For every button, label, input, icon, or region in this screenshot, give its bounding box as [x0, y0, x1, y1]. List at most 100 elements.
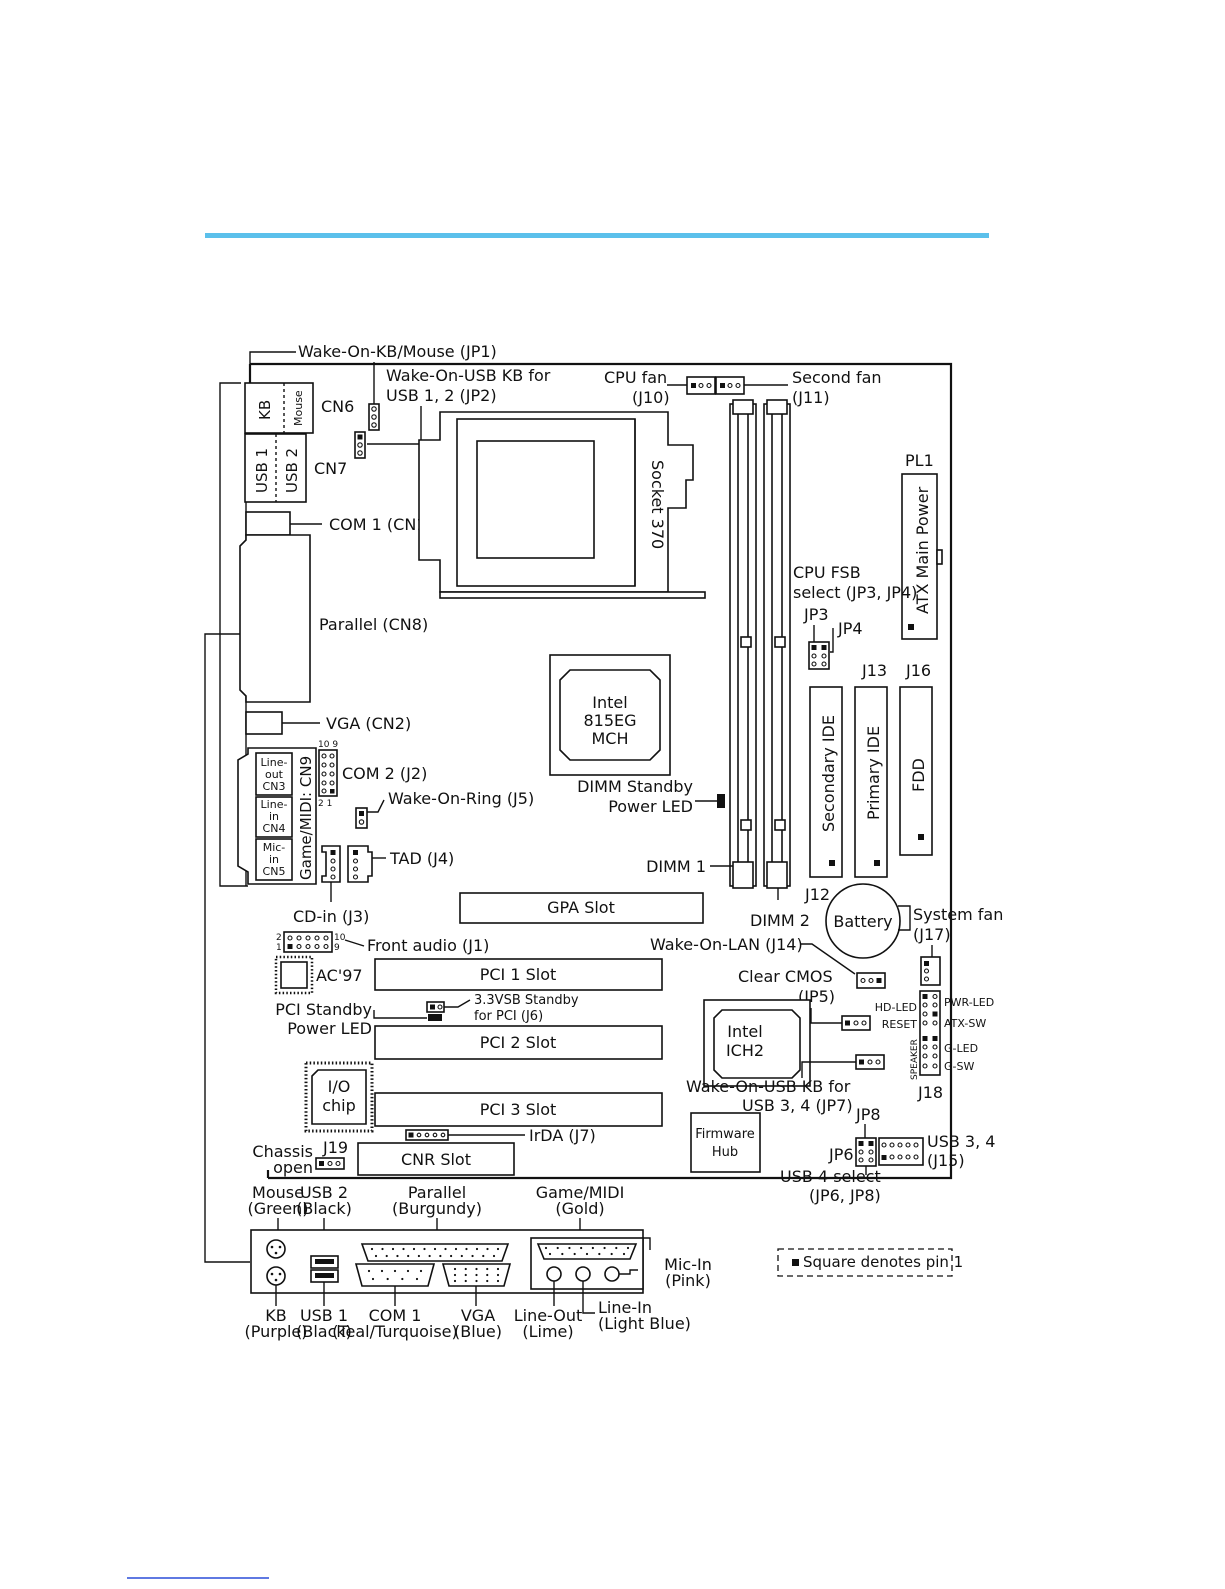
io-chip: I/O chip [304, 1061, 374, 1133]
connector-pin [486, 1279, 489, 1283]
connector-pin [475, 1273, 478, 1277]
svg-text:Intel: Intel [592, 693, 627, 712]
gpa-slot [459, 892, 704, 924]
cpu-fan-label-a: CPU fan [604, 368, 667, 387]
ac97-label: AC'97 [316, 966, 363, 985]
audio-jack-stack: Line- out CN3 Line- in CN4 Mic- in CN5 G… [237, 747, 317, 885]
irda-label: IrDA (J7) [529, 1126, 596, 1145]
gpa-slot-label: GPA Slot [547, 898, 615, 917]
connector-pin [464, 1273, 467, 1277]
wake-usb-kb-34-label-b: USB 3, 4 (JP7) [742, 1096, 853, 1115]
connector-pin [471, 1254, 474, 1258]
atx-sw-label: ATX-SW [944, 1017, 986, 1030]
connector-pin [464, 1267, 467, 1271]
svg-text:(Black): (Black) [296, 1322, 352, 1341]
j5-header [355, 807, 368, 829]
j6-header [426, 1001, 445, 1021]
svg-text:Game/MIDI: Game/MIDI [536, 1183, 625, 1202]
usb34-label-b: (J15) [927, 1151, 965, 1170]
com1-connector [245, 511, 291, 536]
connector-pin [371, 1277, 375, 1281]
connector-pin [402, 1247, 405, 1251]
second-fan-label-b: (J11) [792, 388, 830, 407]
connector-pin [622, 1252, 626, 1256]
connector-pin [380, 1269, 384, 1273]
atx-main-power: ATX Main Power [901, 473, 943, 640]
j18-label: J18 [917, 1083, 943, 1102]
connector-pin [385, 1254, 388, 1258]
secondary-ide: Secondary IDE [809, 686, 843, 878]
j3-header [321, 845, 341, 883]
usb2-label: USB 2 [283, 448, 301, 493]
vga-connector [245, 711, 283, 735]
wake-kb-mouse-leader [249, 351, 296, 364]
dimm2-slot [763, 399, 791, 889]
pl1-label: PL1 [905, 451, 934, 470]
cd-in-label: CD-in (J3) [293, 907, 369, 926]
j17-header [920, 956, 941, 986]
svg-text:I/O: I/O [328, 1077, 351, 1096]
wake-ring-label: Wake-On-Ring (J5) [388, 789, 534, 808]
svg-text:CN5: CN5 [263, 865, 286, 878]
wake-kb-mouse-label: Wake-On-KB/Mouse (JP1) [298, 342, 497, 361]
chassis-label-b: open [273, 1158, 313, 1177]
svg-text:Line-In: Line-In [598, 1298, 652, 1317]
kb-mouse-connector: KB Mouse [244, 382, 314, 434]
svg-text:VGA: VGA [461, 1306, 495, 1325]
connector-pin [460, 1254, 463, 1258]
connector-pin [544, 1246, 548, 1250]
svg-text:Firmware: Firmware [695, 1127, 755, 1142]
connector-pin [367, 1269, 371, 1273]
j4-header [347, 845, 373, 883]
connector-pin [464, 1279, 467, 1283]
pci1-slot-label: PCI 1 Slot [480, 965, 557, 984]
jp2-jumper [354, 431, 366, 459]
vsb-label-a: 3.3VSB Standby [474, 993, 579, 1008]
connector-pin [475, 1279, 478, 1283]
kb-label: KB [256, 400, 274, 420]
jp5-jumper [841, 1015, 871, 1031]
j1-header [283, 931, 333, 953]
connector-pin [417, 1254, 421, 1258]
fdd-connector: FDD [899, 686, 933, 856]
ac97-chip [274, 955, 314, 995]
secondary-ide-label: Secondary IDE [819, 715, 838, 832]
firmware-hub: Firmware Hub [690, 1112, 761, 1173]
connector-pin [465, 1247, 468, 1251]
j12-label: J12 [804, 885, 830, 904]
svg-text:COM 1: COM 1 [369, 1306, 422, 1325]
svg-text:chip: chip [322, 1096, 356, 1115]
battery: Battery [825, 883, 911, 959]
j14-header [856, 972, 886, 989]
connector-pin [591, 1246, 594, 1250]
connector-pin [381, 1247, 384, 1251]
header-rule [205, 233, 989, 238]
svg-text:(Black): (Black) [296, 1199, 352, 1218]
pin1-note: Square denotes pin 1 [777, 1248, 963, 1277]
svg-text:(Lime): (Lime) [522, 1322, 573, 1341]
atx-power-label: ATX Main Power [913, 486, 932, 614]
svg-text:Mouse: Mouse [252, 1183, 304, 1202]
svg-text:Line-: Line- [261, 756, 288, 769]
battery-label: Battery [833, 912, 892, 931]
front-audio-label: Front audio (J1) [367, 936, 489, 955]
svg-text:MCH: MCH [591, 729, 628, 748]
connector-pin [412, 1247, 416, 1251]
connector-pin [580, 1246, 583, 1250]
vsb-label-b: for PCI (J6) [474, 1009, 543, 1024]
connector-pin [423, 1247, 426, 1251]
dimm1-slot [729, 399, 757, 889]
svg-text:2 1: 2 1 [318, 799, 332, 809]
connector-pin [492, 1254, 496, 1258]
wake-usb-kb-12-label-a: Wake-On-USB KB for [386, 366, 551, 385]
connector-pin [486, 1273, 489, 1277]
wake-usb-kb-12-label-b: USB 1, 2 (JP2) [386, 386, 497, 405]
connector-pin [396, 1254, 399, 1258]
connector-pin [439, 1254, 442, 1258]
connector-pin [486, 1267, 489, 1271]
svg-text:(Gold): (Gold) [555, 1199, 604, 1218]
pci2-slot-label: PCI 2 Slot [480, 1033, 557, 1052]
back-panel [250, 1229, 644, 1294]
